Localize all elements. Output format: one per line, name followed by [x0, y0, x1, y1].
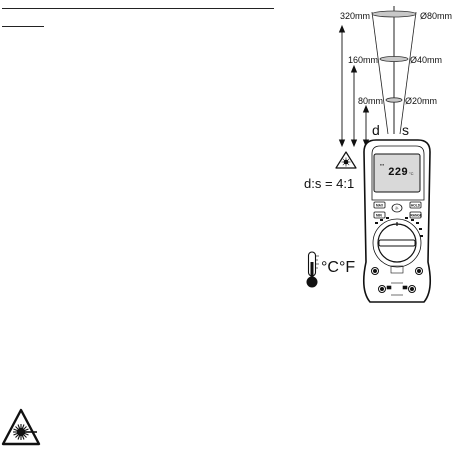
- lcd-unit: °C: [409, 171, 414, 176]
- svg-text:HOLD: HOLD: [411, 204, 421, 208]
- meter-inner-rim: [371, 145, 425, 201]
- d-label: d: [372, 122, 380, 138]
- thermometer-icon: [306, 251, 319, 288]
- svg-text:MAX: MAX: [376, 204, 384, 208]
- spot-40mm: [379, 56, 409, 62]
- header-rule: [2, 8, 274, 9]
- temperature-units-label: °C°F: [321, 259, 355, 276]
- beam-cone: [371, 6, 417, 135]
- ratio-label: d:s = 4:1: [304, 176, 354, 191]
- lcd-mode-indicator: ▪▪▪: [380, 162, 385, 167]
- svg-text:☼: ☼: [395, 206, 399, 212]
- distance-label-320: 320mm: [340, 11, 370, 21]
- backlight-button[interactable]: [391, 203, 403, 213]
- svg-text:MIN: MIN: [376, 214, 383, 218]
- laser-hazard-icon: [1, 408, 41, 446]
- rotary-dial[interactable]: [372, 217, 423, 268]
- distance-label-80: 80mm: [358, 96, 383, 106]
- range-button[interactable]: [409, 211, 422, 219]
- hold-button[interactable]: [409, 201, 422, 209]
- header-rule-short: [2, 26, 44, 27]
- distance-label-160: 160mm: [348, 55, 378, 65]
- svg-text:RANGE: RANGE: [411, 214, 423, 218]
- spot-20mm: [385, 97, 403, 103]
- laser-warning-icon: [335, 151, 357, 169]
- spot-ellipses: [371, 10, 417, 103]
- spot-80mm: [371, 10, 417, 18]
- max-button[interactable]: [373, 201, 386, 209]
- spot-label-40: Ø40mm: [410, 55, 442, 65]
- jack-panel-markings: [386, 265, 408, 296]
- lcd-screen: [373, 153, 421, 193]
- lcd-reading: 229: [388, 167, 408, 179]
- multimeter: ▪▪▪ 229 °C MAX MIN HOLD RANGE ☼: [362, 139, 432, 303]
- distance-arrows: [338, 24, 370, 148]
- s-label: s: [402, 122, 409, 138]
- input-jacks[interactable]: [371, 267, 423, 293]
- spot-label-80: Ø80mm: [420, 11, 452, 21]
- spot-label-20: Ø20mm: [405, 96, 437, 106]
- min-button[interactable]: [373, 211, 386, 219]
